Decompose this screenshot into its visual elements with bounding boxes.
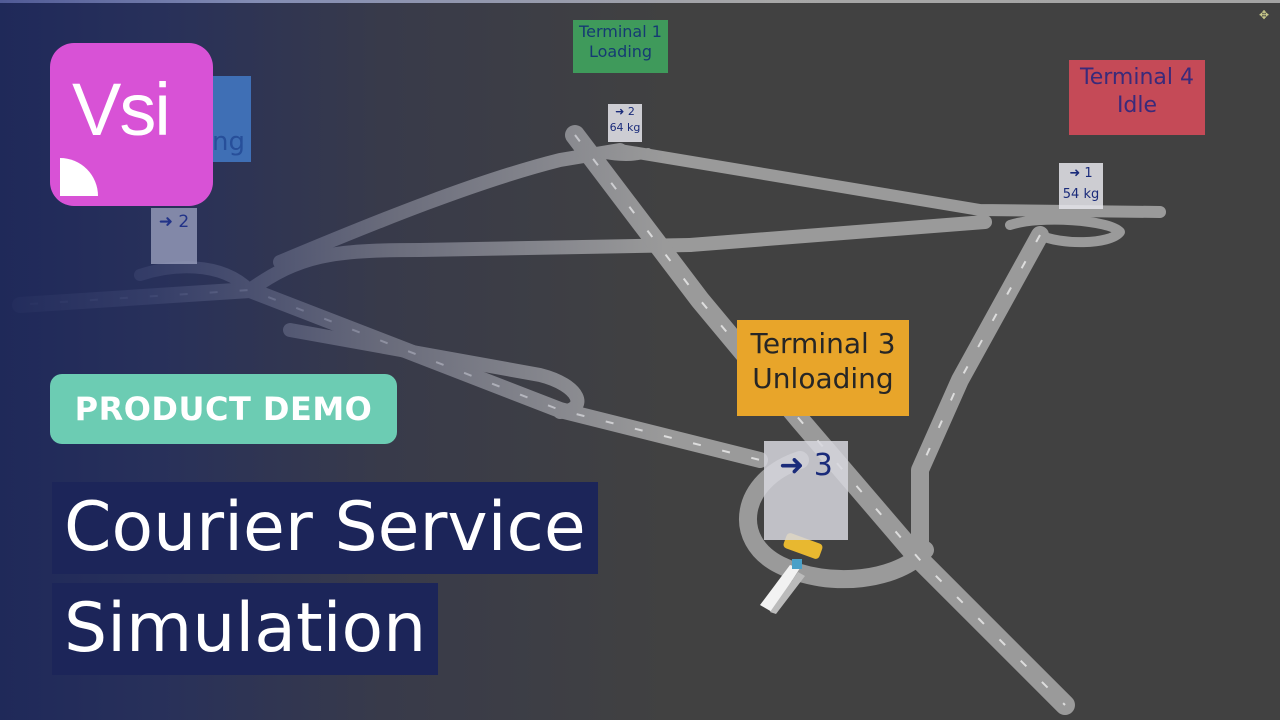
vehicle-sign-3: ➜ 3	[764, 441, 848, 540]
sign-target: 1	[1084, 166, 1093, 181]
terminal-4-label: Terminal 4 Idle	[1069, 60, 1205, 135]
title-line-1: Courier Service	[52, 482, 598, 574]
vsi-logo: Vsi	[50, 43, 213, 206]
sign-weight: 64 kg	[609, 121, 641, 134]
arrow-right-icon: ➜	[158, 212, 173, 232]
terminal-4-status: Idle	[1116, 92, 1158, 118]
arrow-right-icon: ➜	[779, 448, 805, 483]
product-demo-badge: PRODUCT DEMO	[50, 374, 397, 444]
logo-text: Vsi	[72, 68, 171, 151]
title-line-2: Simulation	[52, 583, 439, 675]
top-progress-line	[0, 0, 1280, 3]
terminal-1-name: Terminal 1	[579, 22, 662, 41]
terminal-1-label: Terminal 1 Loading	[573, 20, 668, 73]
terminal-2-status: ng	[212, 127, 245, 157]
road-mid	[683, 215, 992, 252]
terminal-3-name: Terminal 3	[750, 327, 896, 360]
logo-arc-icon	[60, 158, 98, 196]
terminal-1-status: Loading	[588, 42, 653, 61]
sign-weight: 54 kg	[1062, 187, 1100, 202]
vehicle-sign-4: ➜ 1 54 kg	[1059, 163, 1103, 209]
vehicle-sign-2: ➜ 2	[151, 208, 197, 264]
terminal-3-status: Unloading	[752, 362, 894, 395]
vehicle-sign-1: ➜ 2 64 kg	[608, 104, 642, 142]
road-right-diagonal	[911, 226, 1049, 559]
terminal-3-label: Terminal 3 Unloading	[737, 320, 909, 416]
sign-target: 2	[627, 105, 635, 118]
settings-icon[interactable]: ✥	[1258, 8, 1270, 22]
arrow-right-icon: ➜	[1069, 166, 1081, 181]
arrow-right-icon: ➜	[615, 105, 625, 118]
sign-target: 3	[813, 448, 833, 483]
road-t4-loop	[1005, 214, 1125, 248]
terminal-4-name: Terminal 4	[1080, 65, 1194, 90]
sign-target: 2	[178, 212, 190, 232]
